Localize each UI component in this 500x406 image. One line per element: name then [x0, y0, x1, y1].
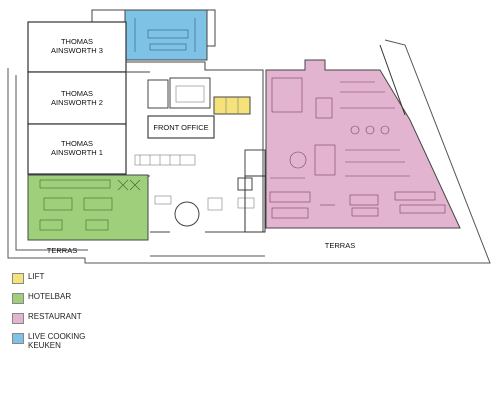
- restaurant-area: [265, 59, 461, 229]
- legend-item-live-cooking: LIVE COOKING KEUKEN: [12, 332, 85, 350]
- legend-swatch-hotelbar: [12, 293, 24, 304]
- terras-left-label: TERRAS: [47, 246, 77, 255]
- legend-label-live-cooking: LIVE COOKING KEUKEN: [28, 332, 86, 350]
- legend-item-hotelbar: HOTELBAR: [12, 292, 85, 304]
- legend-label-restaurant: RESTAURANT: [28, 312, 82, 321]
- legend-swatch-lift: [12, 273, 24, 284]
- meeting-rooms: [27, 21, 127, 175]
- legend-swatch-restaurant: [12, 313, 24, 324]
- terras-right-label: TERRAS: [325, 241, 355, 250]
- legend-label-lift: LIFT: [28, 272, 45, 281]
- terrace-outline: [7, 39, 491, 264]
- lobby-furniture: [134, 85, 255, 211]
- legend-item-restaurant: RESTAURANT: [12, 312, 85, 324]
- legend-label-hotelbar: HOTELBAR: [28, 292, 72, 301]
- front-office-label: FRONT OFFICE: [153, 123, 208, 132]
- legend-item-lift: LIFT: [12, 272, 85, 284]
- live-cooking-area: [124, 9, 208, 61]
- restaurant-walls: [244, 44, 406, 233]
- legend-swatch-live-cooking: [12, 333, 24, 344]
- hotelbar-area: [27, 174, 149, 241]
- legend: LIFT HOTELBAR RESTAURANT LIVE COOKING KE…: [12, 272, 85, 356]
- lift: [213, 96, 251, 115]
